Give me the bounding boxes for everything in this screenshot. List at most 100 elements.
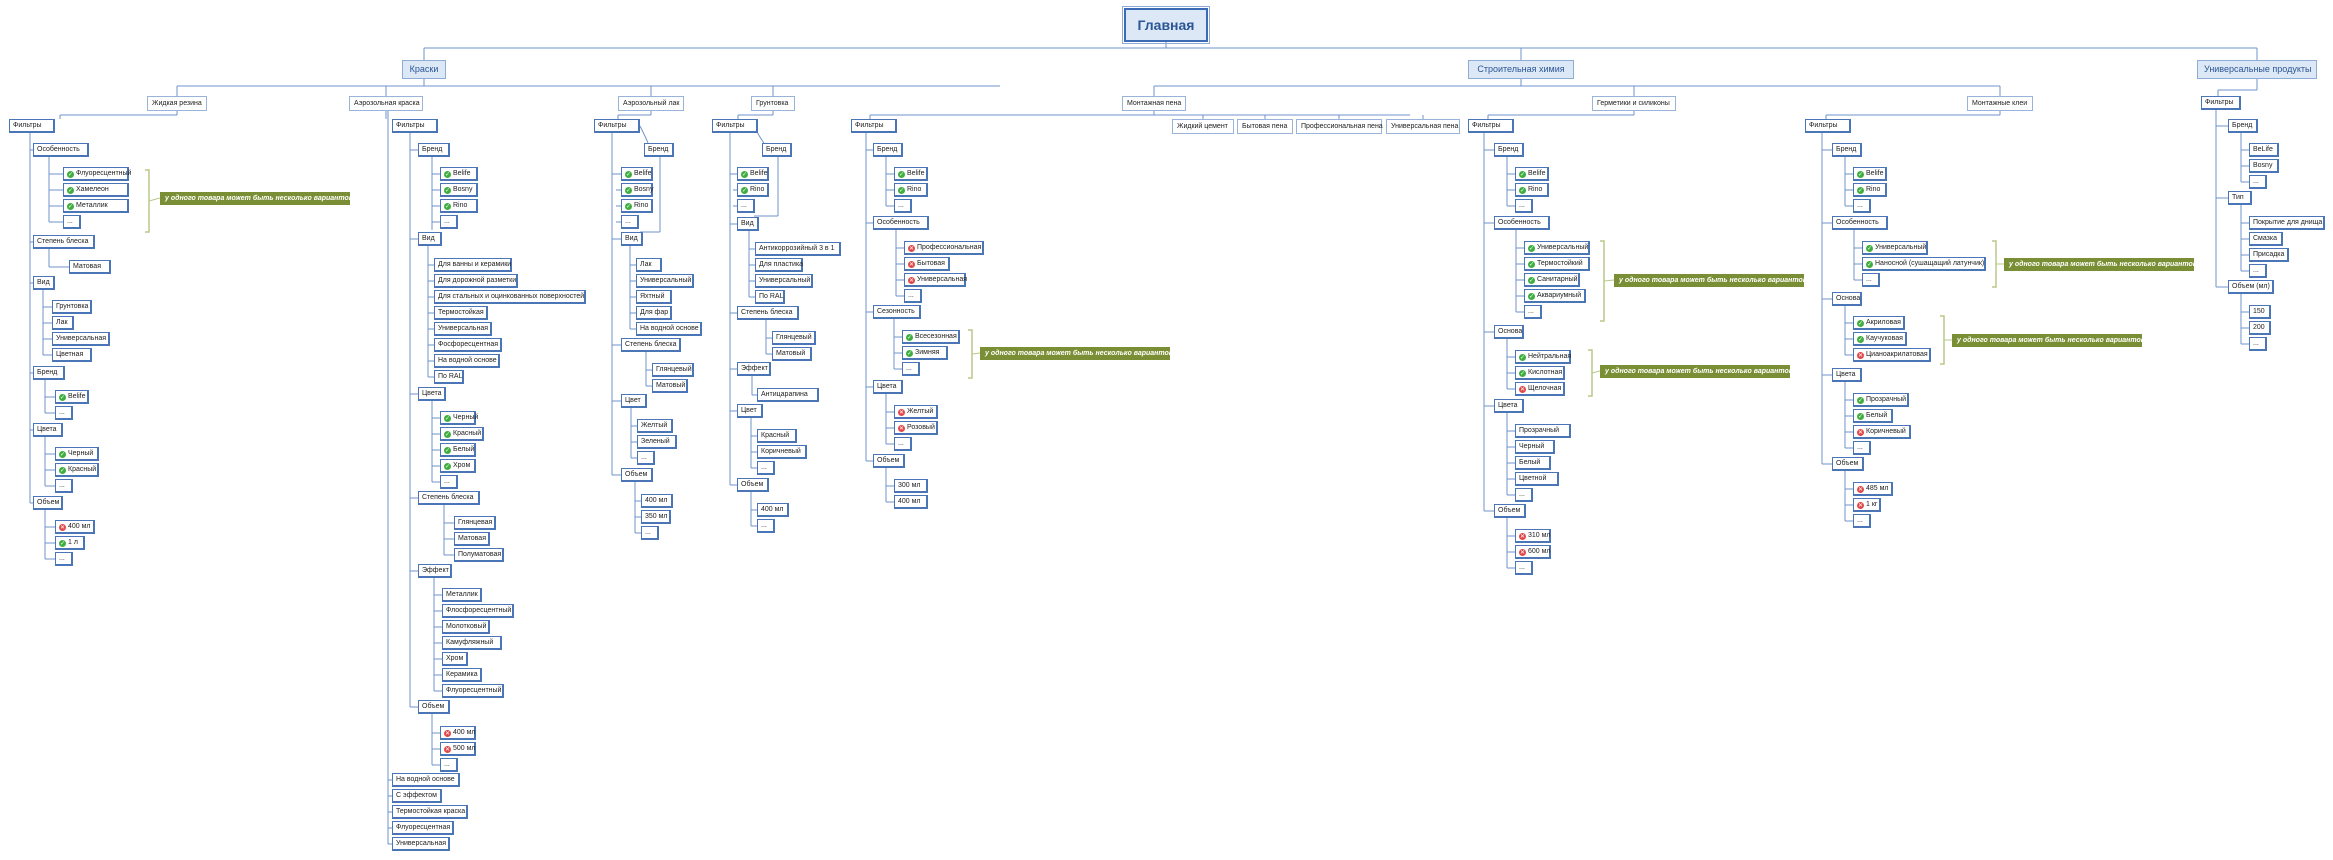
primer-stepen-value[interactable]: Глянцевый bbox=[772, 331, 816, 345]
univ-volume[interactable]: Объем (мл) bbox=[2228, 280, 2274, 294]
spray-effect-value[interactable]: Флуоресцентный bbox=[442, 684, 504, 698]
glue-volume[interactable]: Объем bbox=[1832, 457, 1864, 471]
sub-spray-paint[interactable]: Аэрозольная краска bbox=[349, 96, 423, 111]
rubber-vid[interactable]: Вид bbox=[33, 276, 55, 290]
primer-filters[interactable]: Фильтры bbox=[712, 119, 758, 133]
spray-effect-value[interactable]: Камуфляжный bbox=[442, 636, 502, 650]
primer-vid-value[interactable]: Универсальный bbox=[755, 274, 813, 288]
lac-color-value[interactable]: Зеленый bbox=[637, 435, 677, 449]
spray-volume-value[interactable]: ✕400 мл bbox=[440, 726, 476, 740]
spray-brand-value[interactable]: ✓Rino bbox=[440, 199, 478, 213]
lac-volume-value[interactable]: 400 мл bbox=[641, 494, 673, 508]
lac-stepen-value[interactable]: Матовый bbox=[652, 379, 688, 393]
spray-colors-value[interactable]: ✓Красный bbox=[440, 427, 484, 441]
univ-brand-value[interactable]: Bosny bbox=[2249, 159, 2279, 173]
univ-volume-value[interactable]: 200 bbox=[2249, 321, 2271, 335]
foam-osob[interactable]: Особенность bbox=[873, 216, 929, 230]
foam-osob-value[interactable]: ✕Профессиональная bbox=[904, 241, 984, 255]
lac-volume[interactable]: Объем bbox=[621, 468, 653, 482]
sealant-osob-value[interactable]: ✓Аквариумный bbox=[1524, 289, 1586, 303]
spray-vid[interactable]: Вид bbox=[418, 232, 442, 246]
glue-volume-value[interactable]: ... bbox=[1853, 514, 1871, 528]
spray-colors-value[interactable]: ✓Хром bbox=[440, 459, 476, 473]
sealant-colors-value[interactable]: ... bbox=[1515, 488, 1533, 502]
spray-brand-value[interactable]: ✓Belife bbox=[440, 167, 478, 181]
spray-brand-value[interactable]: ✓Bosny bbox=[440, 183, 478, 197]
sealant-osob-value[interactable]: ... bbox=[1524, 305, 1542, 319]
sub-mounting-foam[interactable]: Монтажная пена bbox=[1122, 96, 1186, 111]
lac-brand-value[interactable]: ✓Bosny bbox=[621, 183, 653, 197]
sealant-osob[interactable]: Особенность bbox=[1494, 216, 1550, 230]
univ-brand[interactable]: Бренд bbox=[2228, 119, 2258, 133]
sealant-volume-value[interactable]: ✕310 мл bbox=[1515, 529, 1551, 543]
sealant-brand[interactable]: Бренд bbox=[1494, 143, 1524, 157]
spray-stepen[interactable]: Степень блеска bbox=[418, 491, 480, 505]
univ-brand-value[interactable]: BeLife bbox=[2249, 143, 2279, 157]
lac-color[interactable]: Цвет bbox=[621, 394, 647, 408]
primer-brand-value[interactable]: ✓Belife bbox=[737, 167, 769, 181]
glue-colors[interactable]: Цвета bbox=[1832, 368, 1862, 382]
foam-season-value[interactable]: ✓Зимняя bbox=[902, 346, 948, 360]
univ-volume-value[interactable]: 150 bbox=[2249, 305, 2271, 319]
category-construction-chemicals[interactable]: Строительная химия bbox=[1468, 60, 1574, 79]
glue-filters[interactable]: Фильтры bbox=[1805, 119, 1851, 133]
lac-vid-value[interactable]: Яхтный bbox=[636, 290, 672, 304]
glue-brand[interactable]: Бренд bbox=[1832, 143, 1862, 157]
sub-household-foam[interactable]: Бытовая пена bbox=[1237, 119, 1293, 134]
category-universal-products[interactable]: Универсальные продукты bbox=[2197, 60, 2317, 79]
sealant-volume[interactable]: Объем bbox=[1494, 504, 1526, 518]
spray-volume[interactable]: Объем bbox=[418, 700, 450, 714]
foam-osob-value[interactable]: ✕Универсальная bbox=[904, 273, 967, 287]
lac-vid[interactable]: Вид bbox=[621, 232, 643, 246]
primer-color-value[interactable]: ... bbox=[757, 461, 775, 475]
sealant-osob-value[interactable]: ✓Санитарный bbox=[1524, 273, 1580, 287]
glue-colors-value[interactable]: ... bbox=[1853, 441, 1871, 455]
foam-volume-value[interactable]: 400 мл bbox=[894, 495, 928, 509]
spray-effect[interactable]: Эффект bbox=[418, 564, 452, 578]
rubber-volume-value[interactable]: ✓1 л bbox=[55, 536, 85, 550]
sub-primer[interactable]: Грунтовка bbox=[751, 96, 795, 111]
sub-mounting-glue[interactable]: Монтажные клеи bbox=[1967, 96, 2033, 111]
lac-vid-value[interactable]: На водной основе bbox=[636, 322, 702, 336]
rubber-volume-value[interactable]: ✕400 мл bbox=[55, 520, 95, 534]
spray-effect-value[interactable]: Молотковый bbox=[442, 620, 490, 634]
foam-season-value[interactable]: ... bbox=[902, 362, 920, 376]
rubber-brand-value[interactable]: ✓Belife bbox=[55, 390, 89, 404]
sealant-osnova-value[interactable]: ✓Нейтральная bbox=[1515, 350, 1571, 364]
primer-vid-value[interactable]: По RAL bbox=[755, 290, 785, 304]
sealant-filters[interactable]: Фильтры bbox=[1468, 119, 1514, 133]
primer-stepen-value[interactable]: Матовый bbox=[772, 347, 812, 361]
sealant-osob-value[interactable]: ✓Термостойкий bbox=[1524, 257, 1590, 271]
rubber-vid-value[interactable]: Универсальная bbox=[52, 332, 110, 346]
rubber-colors-value[interactable]: ... bbox=[55, 479, 73, 493]
spray-effect-value[interactable]: Флосфоресцентный bbox=[442, 604, 514, 618]
foam-brand-value[interactable]: ✓Belife bbox=[894, 167, 928, 181]
primer-effect-value[interactable]: Антицарапина bbox=[757, 388, 819, 402]
univ-type-value[interactable]: Покрытие для днища bbox=[2249, 216, 2325, 230]
foam-season[interactable]: Сезонность bbox=[873, 305, 921, 319]
glue-colors-value[interactable]: ✓Прозрачный bbox=[1853, 393, 1909, 407]
sub-liquid-rubber[interactable]: Жидкая резина bbox=[147, 96, 207, 111]
lac-stepen-value[interactable]: Глянцевый bbox=[652, 363, 694, 377]
rubber-vid-value[interactable]: Грунтовка bbox=[52, 300, 92, 314]
glue-osob-value[interactable]: ... bbox=[1862, 273, 1880, 287]
sealant-colors-value[interactable]: Цветной bbox=[1515, 472, 1559, 486]
glue-brand-value[interactable]: ... bbox=[1853, 199, 1871, 213]
lac-brand-value[interactable]: ✓Belife bbox=[621, 167, 653, 181]
univ-brand-value[interactable]: ... bbox=[2249, 175, 2267, 189]
spray-bottom-item[interactable]: Флуоресцентная bbox=[392, 821, 454, 835]
spray-filters[interactable]: Фильтры bbox=[392, 119, 438, 133]
spray-vid-value[interactable]: По RAL bbox=[434, 370, 464, 384]
spray-bottom-item[interactable]: Универсальная bbox=[392, 837, 450, 851]
foam-volume[interactable]: Объем bbox=[873, 454, 905, 468]
spray-colors-value[interactable]: ... bbox=[440, 475, 458, 489]
sub-professional-foam[interactable]: Профессиональная пена bbox=[1296, 119, 1383, 134]
spray-bottom-item[interactable]: С эффектом bbox=[392, 789, 442, 803]
glue-volume-value[interactable]: ✕485 мл bbox=[1853, 482, 1893, 496]
glue-osnova-value[interactable]: ✓Акриловая bbox=[1853, 316, 1905, 330]
primer-volume[interactable]: Объем bbox=[737, 478, 769, 492]
root-node[interactable]: Главная bbox=[1122, 6, 1210, 44]
sealant-brand-value[interactable]: ... bbox=[1515, 199, 1533, 213]
foam-brand[interactable]: Бренд bbox=[873, 143, 903, 157]
rubber-brand[interactable]: Бренд bbox=[33, 366, 65, 380]
